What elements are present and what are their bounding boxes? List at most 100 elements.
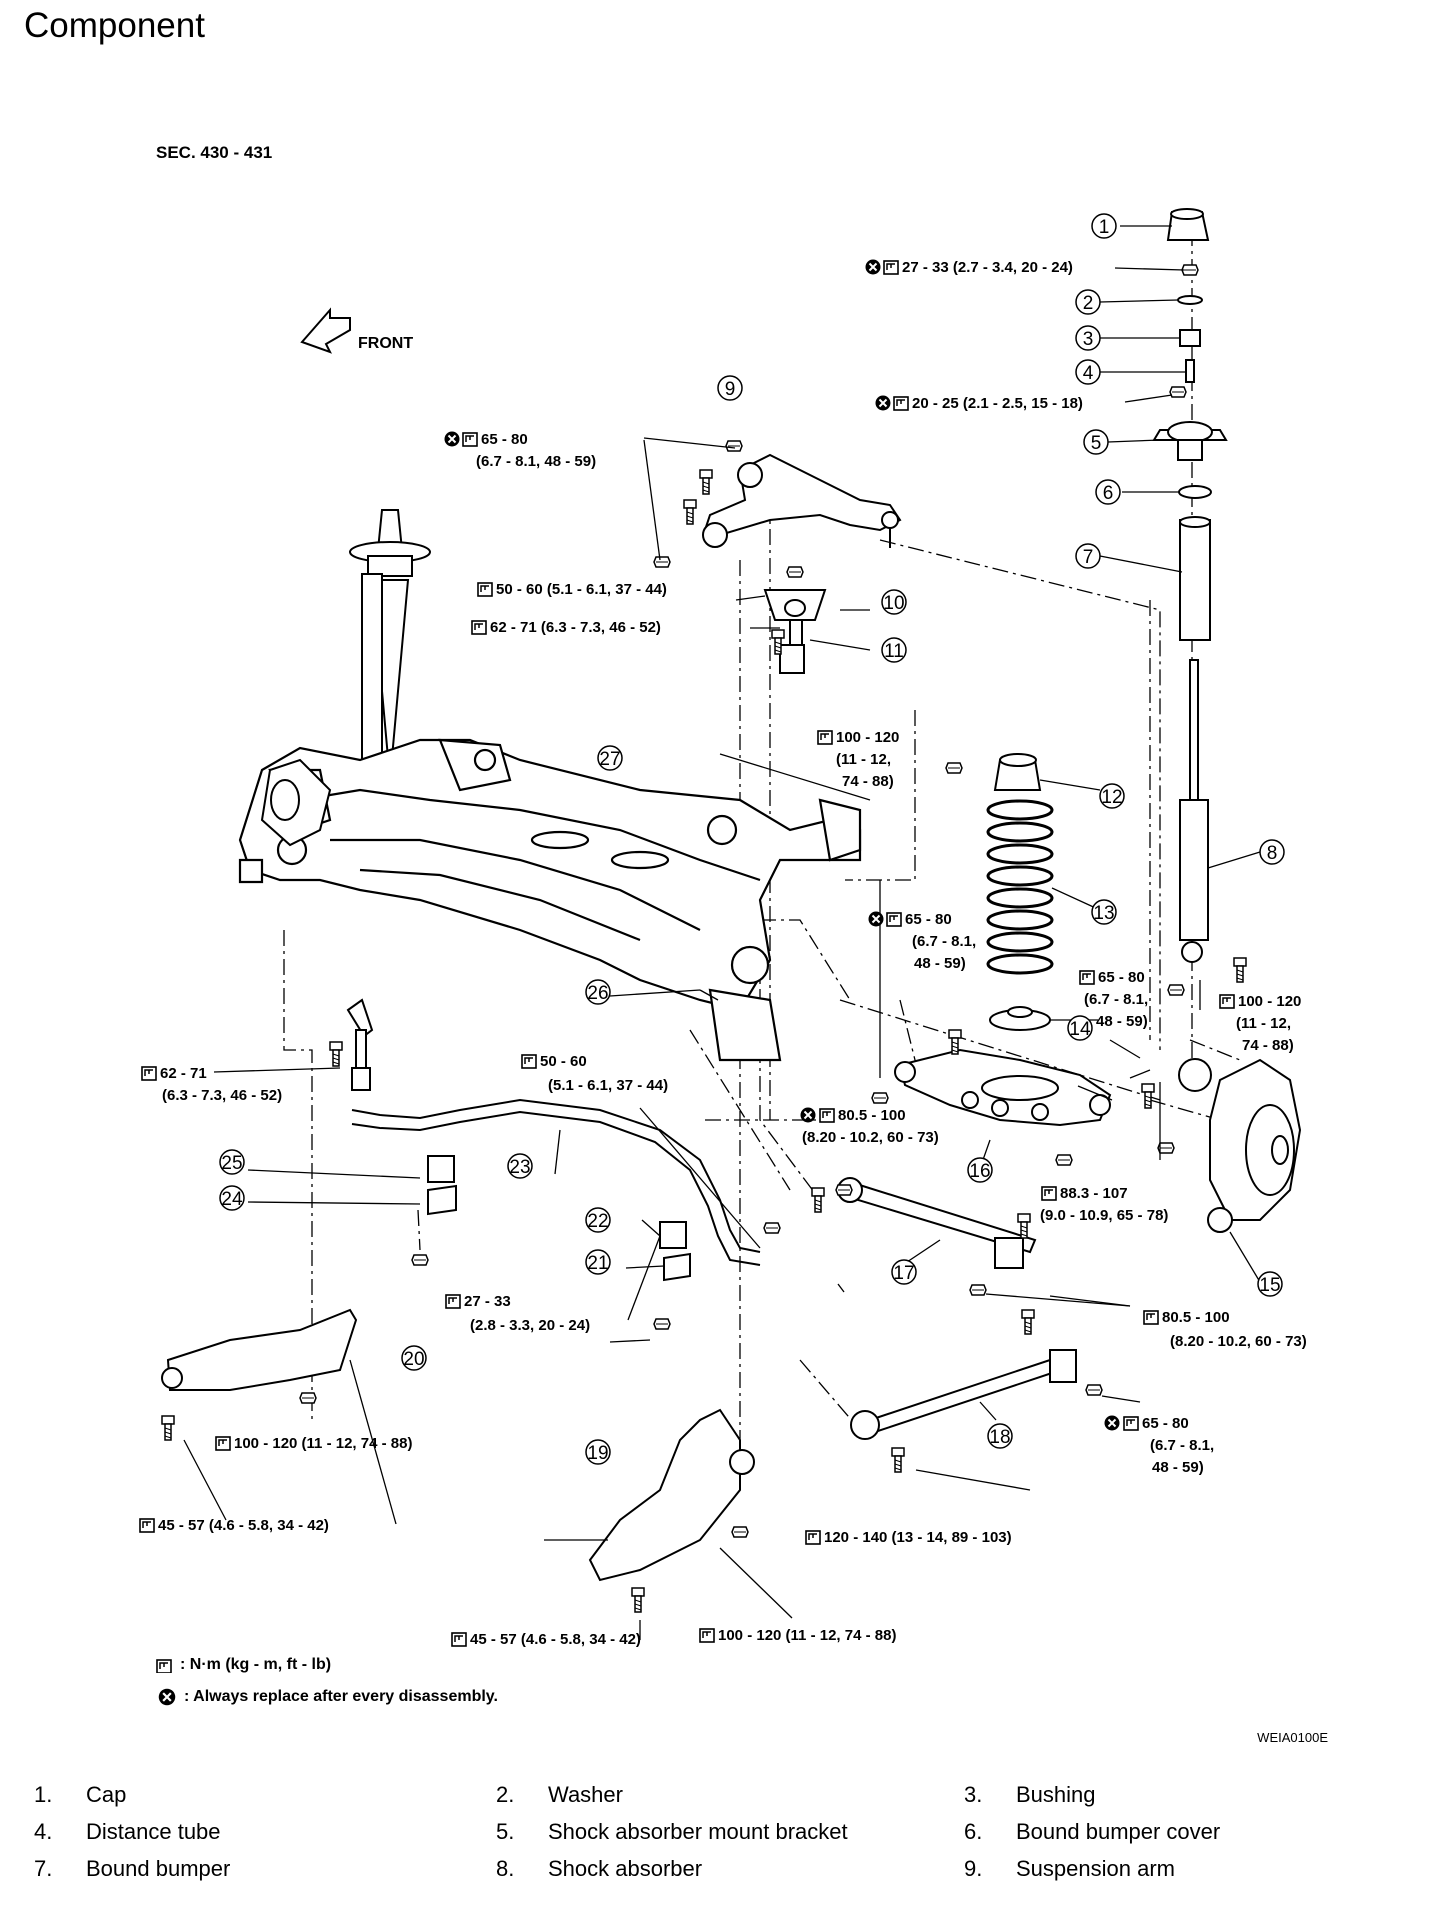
svg-text:10: 10 bbox=[883, 593, 904, 614]
torque-spec-6: 100 - 120 (11 - 12, 74 - 88) bbox=[817, 729, 899, 790]
svg-text:1: 1 bbox=[1099, 217, 1110, 238]
torque-spec-21: 100 - 120 (11 - 12, 74 - 88) bbox=[699, 1627, 896, 1644]
svg-text:48 - 59): 48 - 59) bbox=[1096, 1013, 1148, 1030]
svg-text:(6.7 - 8.1,: (6.7 - 8.1, bbox=[912, 933, 976, 950]
callout-7: 7 bbox=[1075, 543, 1101, 569]
stabilizer-bar bbox=[351, 1098, 761, 1266]
svg-text:74 - 88): 74 - 88) bbox=[1242, 1037, 1294, 1054]
svg-text:(11 - 12,: (11 - 12, bbox=[836, 751, 891, 768]
svg-text:15: 15 bbox=[1259, 1275, 1280, 1296]
callout-17: 17 bbox=[891, 1259, 917, 1285]
callout-24: 24 bbox=[219, 1185, 245, 1211]
torque-spec-17: 65 - 80 (6.7 - 8.1, 48 - 59) bbox=[1103, 1414, 1214, 1476]
svg-text:27: 27 bbox=[599, 749, 620, 770]
coil-spring bbox=[986, 753, 1054, 1031]
svg-text:6: 6 bbox=[1103, 483, 1114, 504]
torque-spec-10: 62 - 71 (6.3 - 7.3, 46 - 52) bbox=[141, 1065, 282, 1104]
svg-text:4: 4 bbox=[1083, 363, 1094, 384]
lower-brackets bbox=[161, 1308, 755, 1582]
svg-text:20: 20 bbox=[403, 1349, 424, 1370]
svg-text:80.5 - 100: 80.5 - 100 bbox=[1162, 1309, 1230, 1326]
svg-text:(6.7 - 8.1,: (6.7 - 8.1, bbox=[1150, 1437, 1214, 1454]
svg-text:50 - 60 (5.1 - 6.1, 37 - 44): 50 - 60 (5.1 - 6.1, 37 - 44) bbox=[496, 581, 667, 598]
svg-text:48 - 59): 48 - 59) bbox=[914, 955, 966, 972]
svg-text:48 - 59): 48 - 59) bbox=[1152, 1459, 1204, 1476]
legend-torque: : N·m (kg - m, ft - lb) bbox=[156, 1656, 331, 1674]
svg-text:16: 16 bbox=[969, 1161, 990, 1182]
callout-16: 16 bbox=[967, 1157, 993, 1183]
bracket-10 bbox=[763, 589, 827, 674]
svg-text:27 - 33 (2.7 - 3.4, 20 - 24): 27 - 33 (2.7 - 3.4, 20 - 24) bbox=[902, 259, 1073, 276]
svg-text:18: 18 bbox=[989, 1427, 1010, 1448]
svg-text:7: 7 bbox=[1083, 547, 1094, 568]
callout-12: 12 bbox=[1099, 783, 1125, 809]
page-title: Component bbox=[24, 6, 205, 45]
torque-spec-18: 45 - 57 (4.6 - 5.8, 34 - 42) bbox=[139, 1517, 329, 1534]
torque-spec-8: 65 - 80 (6.7 - 8.1, 48 - 59) bbox=[1079, 969, 1148, 1030]
svg-text:25: 25 bbox=[221, 1153, 242, 1174]
callout-26: 26 bbox=[585, 979, 611, 1005]
svg-text:17: 17 bbox=[893, 1263, 914, 1284]
svg-text:50 - 60: 50 - 60 bbox=[540, 1053, 587, 1070]
torque-spec-13: 88.3 - 107 (9.0 - 10.9, 65 - 78) bbox=[1040, 1185, 1168, 1224]
svg-text:(6.3 - 7.3, 46 - 52): (6.3 - 7.3, 46 - 52) bbox=[162, 1087, 282, 1104]
section-label: SEC. 430 - 431 bbox=[156, 143, 273, 162]
legend-torque-text: : N·m (kg - m, ft - lb) bbox=[180, 1656, 332, 1673]
callout-6: 6 bbox=[1095, 479, 1121, 505]
callout-19: 19 bbox=[585, 1439, 611, 1465]
callout-20: 20 bbox=[401, 1345, 427, 1371]
callout-5: 5 bbox=[1083, 429, 1109, 455]
exploded-diagram: FRONT bbox=[139, 208, 1307, 1648]
torque-spec-3: 65 - 80 (6.7 - 8.1, 48 - 59) bbox=[443, 430, 596, 470]
torque-spec-14: 27 - 33 (2.8 - 3.3, 20 - 24) bbox=[445, 1293, 590, 1334]
svg-text:65 - 80: 65 - 80 bbox=[905, 911, 952, 928]
torque-spec-7: 65 - 80 (6.7 - 8.1, 48 - 59) bbox=[867, 910, 976, 972]
svg-text:9: 9 bbox=[725, 379, 736, 400]
callouts: 1 2 3 4 5 6 7 8 9 10 11 12 13 14 15 16 1… bbox=[219, 213, 1285, 1465]
callout-27: 27 bbox=[597, 745, 623, 771]
svg-text:(8.20 - 10.2, 60 - 73): (8.20 - 10.2, 60 - 73) bbox=[802, 1129, 939, 1146]
svg-text:62 - 71: 62 - 71 bbox=[160, 1065, 207, 1082]
torque-spec-12: 80.5 - 100 (8.20 - 10.2, 60 - 73) bbox=[799, 1106, 939, 1146]
front-label: FRONT bbox=[358, 335, 413, 352]
callout-10: 10 bbox=[881, 589, 907, 615]
svg-text:100 - 120: 100 - 120 bbox=[836, 729, 899, 746]
callout-25: 25 bbox=[219, 1149, 245, 1175]
svg-text:(5.1 - 6.1, 37 - 44): (5.1 - 6.1, 37 - 44) bbox=[548, 1077, 668, 1094]
svg-text:(2.8 - 3.3, 20 - 24): (2.8 - 3.3, 20 - 24) bbox=[470, 1317, 590, 1334]
front-arrow-icon: FRONT bbox=[300, 307, 413, 354]
callout-4: 4 bbox=[1075, 359, 1101, 385]
svg-text:(11 - 12,: (11 - 12, bbox=[1236, 1015, 1291, 1032]
svg-text:65 - 80: 65 - 80 bbox=[481, 431, 528, 448]
callout-9: 9 bbox=[717, 375, 743, 401]
svg-text:2: 2 bbox=[1083, 293, 1094, 314]
svg-text:45 - 57 (4.6 - 5.8, 34 - 42): 45 - 57 (4.6 - 5.8, 34 - 42) bbox=[158, 1517, 329, 1534]
callout-18: 18 bbox=[987, 1423, 1013, 1449]
left-knuckle bbox=[260, 758, 332, 847]
figure-code: WEIA0100E bbox=[1257, 1730, 1328, 1745]
stabilizer-bushings bbox=[411, 1155, 691, 1330]
torque-spec-5: 62 - 71 (6.3 - 7.3, 46 - 52) bbox=[471, 619, 661, 636]
svg-text:5: 5 bbox=[1091, 433, 1102, 454]
torque-spec-2: 20 - 25 (2.1 - 2.5, 15 - 18) bbox=[874, 394, 1083, 412]
svg-text:3: 3 bbox=[1083, 329, 1094, 350]
svg-text:(8.20 - 10.2, 60 - 73): (8.20 - 10.2, 60 - 73) bbox=[1170, 1333, 1307, 1350]
torque-spec-16: 100 - 120 (11 - 12, 74 - 88) bbox=[215, 1435, 412, 1452]
callout-22: 22 bbox=[585, 1207, 611, 1233]
svg-text:100 - 120 (11 - 12, 74 - 88): 100 - 120 (11 - 12, 74 - 88) bbox=[718, 1627, 896, 1644]
torque-labels: 27 - 33 (2.7 - 3.4, 20 - 24) 20 - 25 (2.… bbox=[139, 258, 1307, 1648]
lower-link bbox=[894, 1048, 1112, 1127]
svg-text:74 - 88): 74 - 88) bbox=[842, 773, 894, 790]
callout-23: 23 bbox=[507, 1153, 533, 1179]
right-shock-absorber bbox=[1179, 659, 1209, 963]
callout-13: 13 bbox=[1091, 899, 1117, 925]
svg-text:22: 22 bbox=[587, 1211, 608, 1232]
upper-shock-stack bbox=[1152, 208, 1228, 641]
svg-text:8: 8 bbox=[1267, 843, 1278, 864]
torque-spec-20: 45 - 57 (4.6 - 5.8, 34 - 42) bbox=[451, 1631, 641, 1648]
callout-3: 3 bbox=[1075, 325, 1101, 351]
svg-text:19: 19 bbox=[587, 1443, 608, 1464]
svg-text:80.5 - 100: 80.5 - 100 bbox=[838, 1107, 906, 1124]
parts-row: 4.Distance tube 5.Shock absorber mount b… bbox=[34, 1819, 1221, 1844]
parts-row: 1.Cap 2.Washer 3.Bushing bbox=[34, 1782, 1096, 1807]
